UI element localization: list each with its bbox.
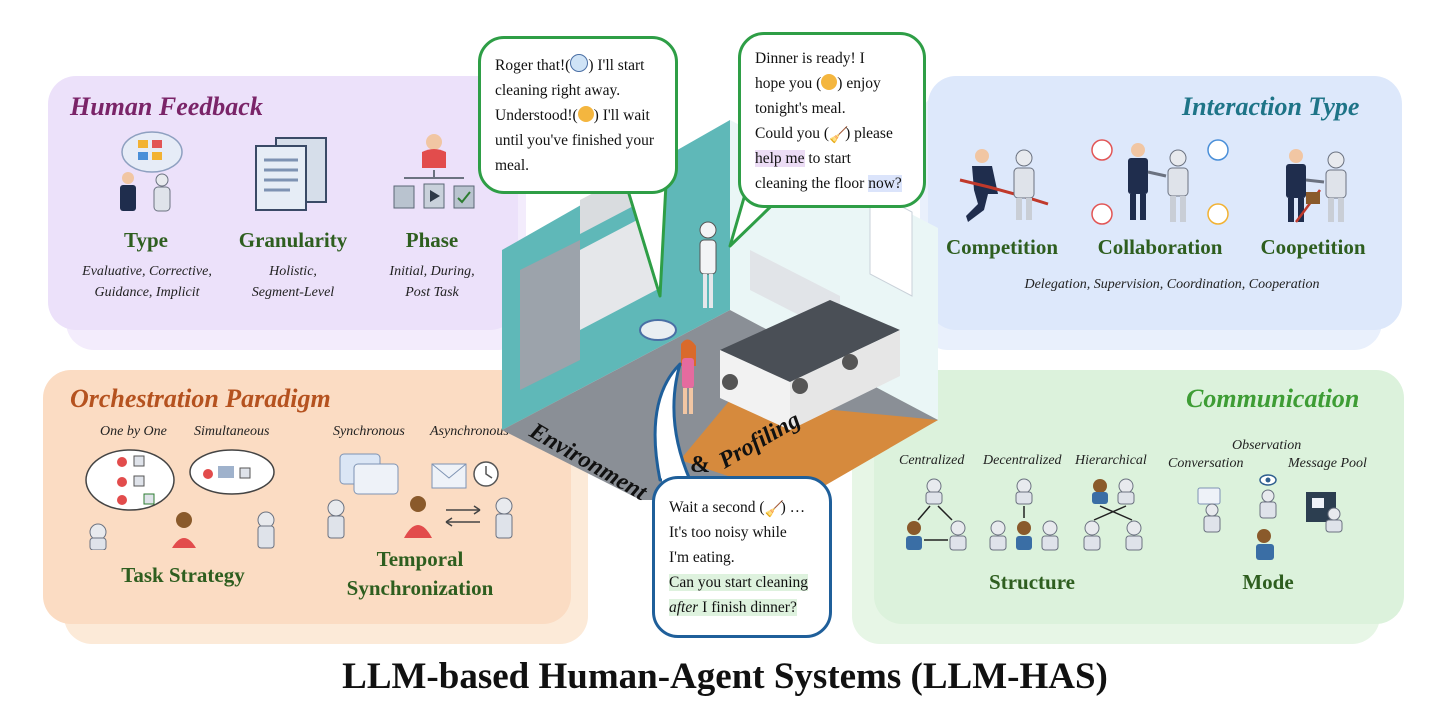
structure-label: Structure [989,570,1075,594]
bubble-left-line2: cleaning right away. [495,82,621,99]
bubble-bottom-line1a: Wait a second ( [669,499,765,516]
bubble-right-line4a: Could you ( [755,125,830,142]
bubble-right-line4b: ) please [845,125,893,142]
task-strategy-icon [85,449,275,550]
temporal-label-line1: Temporal [376,547,464,571]
broom-icon: 🧹 [764,501,784,518]
granularity-document-icon [255,137,327,211]
bubble-left-line1a: Roger that!( [495,57,571,74]
mode-label: Mode [1242,570,1294,594]
bubble-bottom-line5b: I finish dinner? [698,599,797,616]
observation-label: Observation [1232,438,1302,453]
human-feedback-title: Human Feedback [70,92,263,121]
speech-bubble-human-bottom: Wait a second (🧹) … It's too noisy while… [652,476,832,638]
bubble-left-line4: until you've finished your [495,132,655,149]
decentralized-label: Decentralized [983,453,1062,468]
feedback-type-icon [120,131,183,212]
ampersand-label: & [690,452,710,478]
bubble-bottom-line5a: after [669,599,699,616]
bubble-left-line1b: ) I'll start [588,57,645,74]
bubble-bottom-tail [653,362,692,484]
bubble-left-tail [624,180,668,298]
bubble-bottom-line4: Can you start cleaning [669,574,809,591]
interaction-subtitle: Delegation, Supervision, Coordination, C… [1024,277,1320,292]
granularity-desc-1: Holistic, [269,264,317,279]
coopetition-label: Coopetition [1260,235,1366,259]
synchronous-label: Synchronous [333,424,405,439]
hierarchical-label: Hierarchical [1075,453,1147,468]
collaboration-label: Collaboration [1097,235,1223,259]
feedback-type-label: Type [124,228,168,252]
bubble-right-line6b: now? [868,175,902,192]
asynchronous-label: Asynchronous [430,424,509,439]
bubble-bottom-line1b: ) … [780,499,806,516]
centralized-label: Centralized [899,453,965,468]
temporal-label-line2: Synchronization [346,576,494,600]
phase-desc-2: Post Task [405,285,459,300]
bubble-left-line3a: Understood!( [495,107,578,124]
collaboration-icon [1091,139,1229,225]
bubble-right-line6a: cleaning the floor [755,175,869,192]
conversation-label: Conversation [1168,456,1244,471]
communication-title: Communication [1186,384,1360,413]
bubble-bottom-line3: I'm eating. [669,549,735,566]
feedback-type-desc-2: Guidance, Implicit [94,285,200,300]
speech-bubble-robot: Roger that!( ) I'll start cleaning right … [478,36,678,194]
bubble-right-line2b: ) enjoy [837,75,881,92]
interaction-panel [928,76,1402,330]
granularity-label: Granularity [238,228,348,252]
figure-title: LLM-based Human-Agent Systems (LLM-HAS) [342,656,1108,697]
temporal-synchronization-icon [327,453,513,539]
mode-icon [1197,474,1343,560]
task-strategy-label: Task Strategy [121,563,245,587]
feedback-type-desc-1: Evaluative, Corrective, [82,264,212,279]
bubble-right-line1: Dinner is ready! I [755,50,865,67]
bubble-bottom-line2: It's too noisy while [669,524,787,541]
bubble-left-line3b: ) I'll wait [593,107,650,124]
message-pool-label: Message Pool [1288,456,1367,471]
bubble-right-line3: tonight's meal. [755,100,846,117]
phase-desc-1: Initial, During, [389,264,475,279]
woman-face-icon [577,106,594,122]
competition-icon [959,149,1049,222]
broom-icon: 🧹 [829,127,849,144]
orchestration-title: Orchestration Paradigm [70,384,331,413]
bubble-right-line5a: help me [755,150,805,167]
competition-label: Competition [946,235,1058,259]
coopetition-icon [1286,149,1347,223]
structure-icon [906,478,1143,551]
one-by-one-label: One by One [100,424,167,439]
phase-person-icon [393,134,475,209]
robot-face-icon [570,54,589,72]
bubble-left-line5: meal. [495,157,529,174]
speech-bubble-human-right: Dinner is ready! I hope you ( ) enjoy ton… [738,32,926,208]
granularity-desc-2: Segment-Level [251,285,335,300]
woman-face-icon [821,74,838,90]
bubble-right-line5b: to start [804,150,851,167]
interaction-type-title: Interaction Type [1182,92,1360,121]
bubble-right-line2a: hope you ( [755,75,822,92]
simultaneous-label: Simultaneous [194,424,270,439]
phase-label: Phase [405,228,459,252]
